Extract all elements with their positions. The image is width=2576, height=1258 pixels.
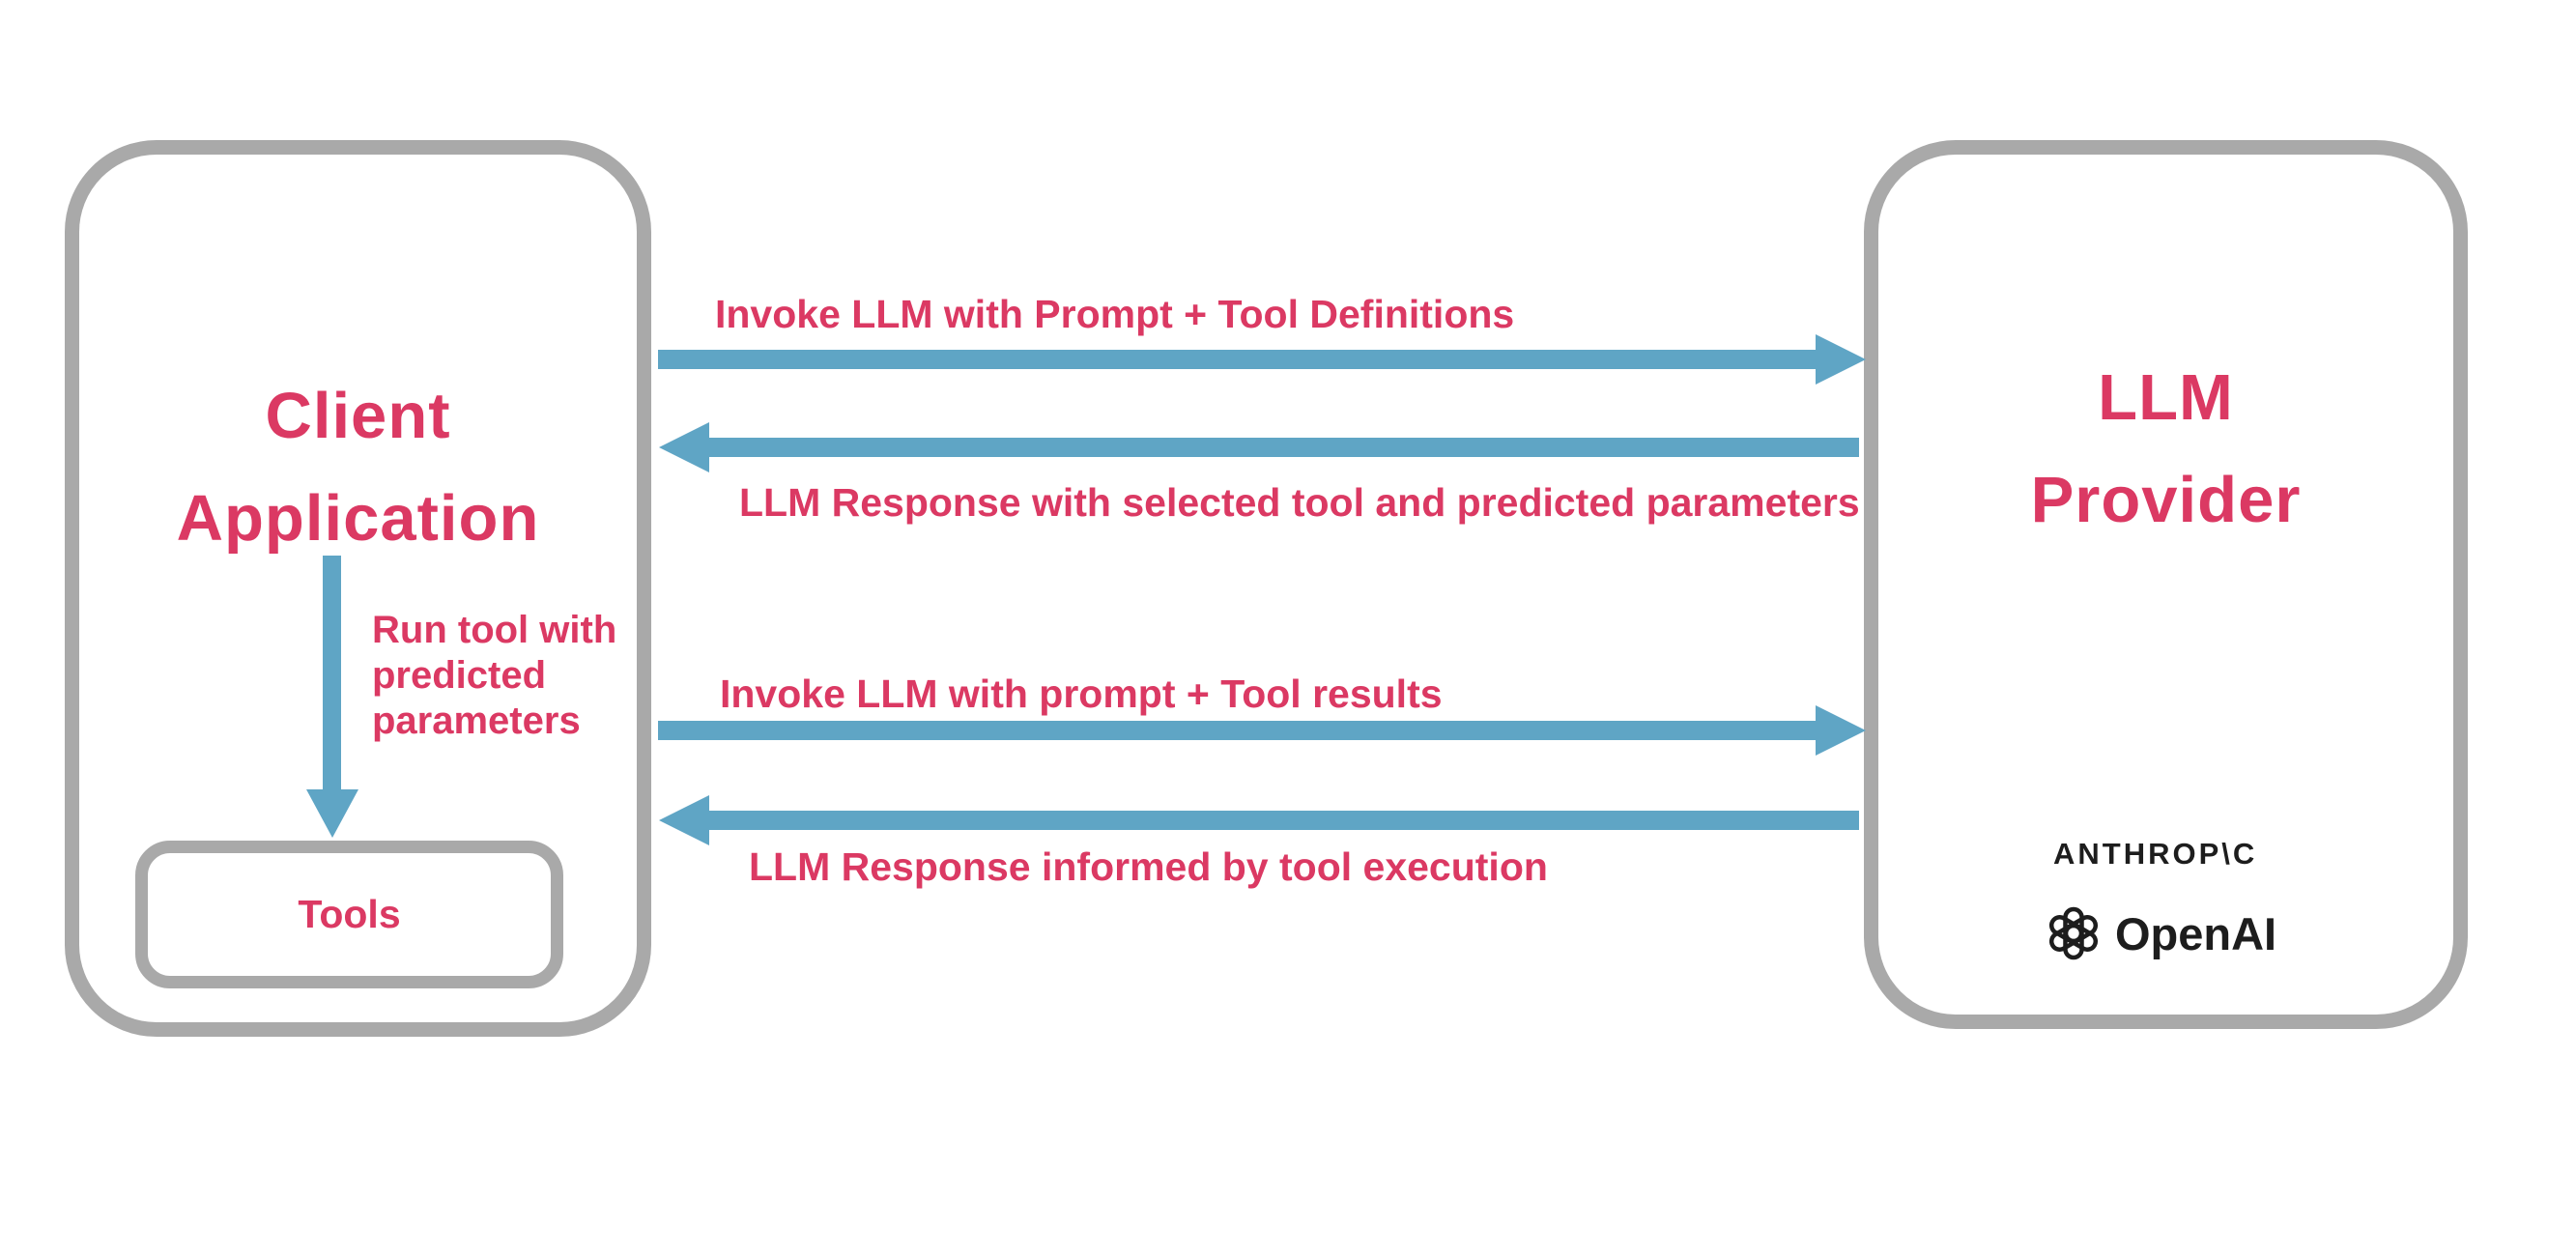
arrow-invoke-2-label: Invoke LLM with prompt + Tool results xyxy=(720,672,1443,716)
llm-title-line1: LLM xyxy=(2098,361,2234,434)
arrow-response-1-shaft xyxy=(709,438,1859,457)
arrow-run-tool-label: Run tool with predicted parameters xyxy=(372,608,616,744)
tools-box: Tools xyxy=(135,841,563,988)
openai-wordmark: OpenAI xyxy=(2115,907,2277,959)
arrow-run-tool-head-icon xyxy=(306,789,358,838)
arrow-invoke-1-shaft xyxy=(658,350,1816,369)
llm-title-line2: Provider xyxy=(2030,464,2302,536)
arrow-response-2-head-icon xyxy=(659,795,709,845)
arrow-run-tool-shaft xyxy=(323,556,341,789)
tools-label: Tools xyxy=(298,892,401,936)
arrow-response-1-label: LLM Response with selected tool and pred… xyxy=(739,480,1860,525)
arrow-invoke-2-head-icon xyxy=(1816,705,1866,756)
client-title-line2: Application xyxy=(176,482,540,555)
run-tool-line1: Run tool with xyxy=(372,609,617,651)
arrow-response-1-head-icon xyxy=(659,422,709,472)
arrow-response-2-label: LLM Response informed by tool execution xyxy=(749,844,1548,889)
run-tool-line3: parameters xyxy=(372,700,581,742)
llm-provider-title: LLM Provider xyxy=(1864,347,2468,552)
arrow-response-2-shaft xyxy=(709,811,1859,830)
anthropic-logo: ANTHROP\C xyxy=(2053,837,2258,871)
openai-logo: OpenAI xyxy=(2045,904,2276,962)
client-application-title: Client Application xyxy=(65,365,651,570)
llm-provider-box xyxy=(1864,140,2468,1029)
openai-icon xyxy=(2048,906,2099,960)
arrow-invoke-1-head-icon xyxy=(1816,334,1866,385)
arrow-invoke-2-shaft xyxy=(658,721,1816,740)
run-tool-line2: predicted xyxy=(372,654,547,697)
client-title-line1: Client xyxy=(265,380,451,452)
arrow-invoke-1-label: Invoke LLM with Prompt + Tool Definition… xyxy=(715,292,1515,336)
